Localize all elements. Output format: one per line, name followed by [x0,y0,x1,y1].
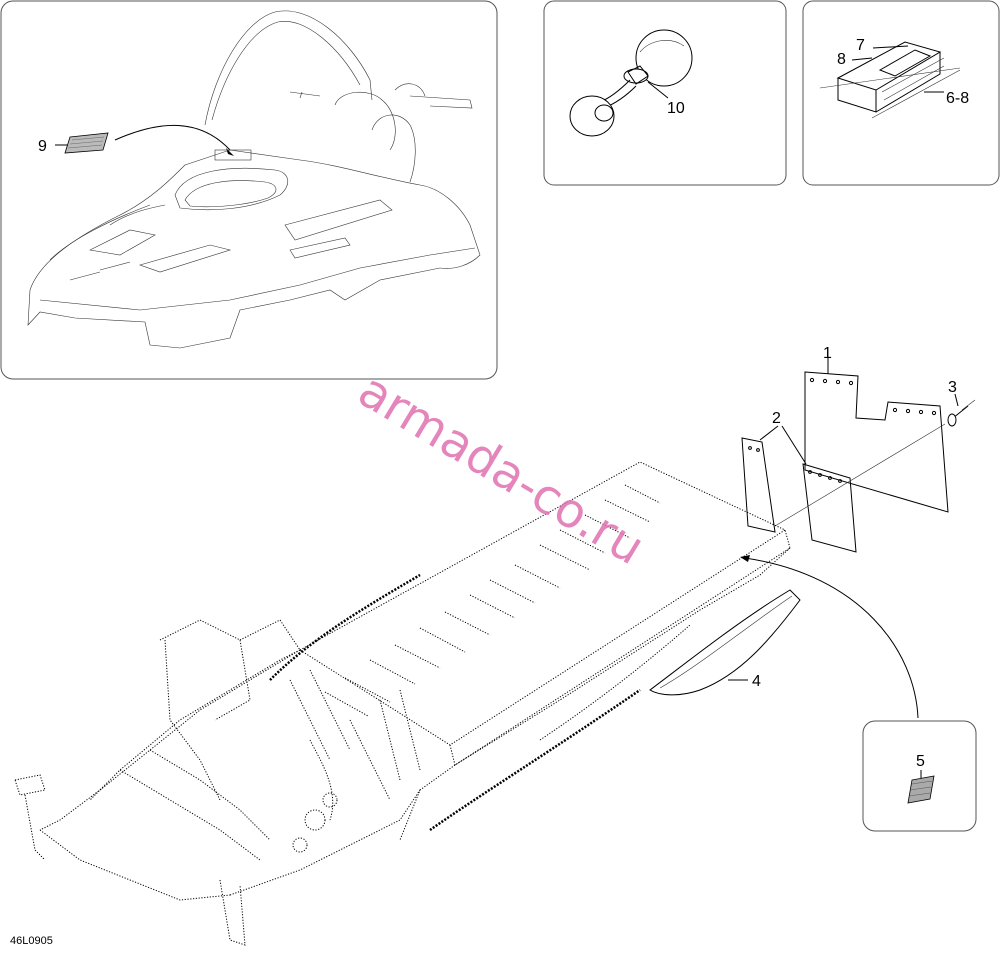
callout-8: 8 [837,51,846,68]
callout-3: 3 [948,379,957,396]
callout-4: 4 [752,673,761,690]
callout-9: 9 [38,138,47,155]
leader-5 [744,557,919,719]
rivet-3-icon [947,399,976,427]
callout-1: 1 [823,345,832,362]
callout-5: 5 [916,753,925,770]
horn-icon [569,29,693,137]
callout-7: 7 [856,37,865,54]
toolkit-inset-panel: 7 8 6-8 [802,0,1000,186]
frame-tunnel-illustration [14,461,791,946]
horn-inset-panel: 10 [543,0,787,186]
side-trim-4-icon [649,589,801,696]
callout-2: 2 [772,410,781,427]
tool-bag-icon [819,41,961,119]
watermark: armada-co.ru [349,362,654,576]
reflector-decal-icon [907,775,935,804]
snowflap-2a-icon [741,437,776,533]
snowflap-1-icon [804,371,949,513]
decal-9-icon [64,132,109,154]
reflector-inset-panel: 5 [862,720,977,832]
hood-illustration [27,10,481,349]
callout-6-8: 6-8 [946,90,969,107]
snowflap-2b-icon [802,463,857,553]
callout-10: 10 [667,100,685,117]
drawing-code: 46L0905 [10,935,53,947]
hood-inset-panel: 9 [0,0,498,380]
assembly-line [774,423,946,527]
